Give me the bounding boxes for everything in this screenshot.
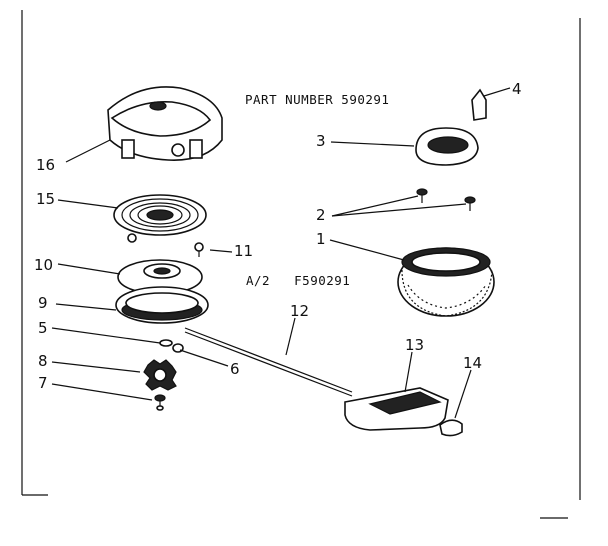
label-9: 9 [38,294,48,312]
page-border [21,10,581,519]
label-7: 7 [38,374,48,392]
part-number-header: PART NUMBER 590291 [245,92,389,107]
part-5-washer [159,339,173,347]
part-7-screw [154,394,166,411]
label-14: 14 [463,354,482,372]
part-14-cap [439,419,463,437]
label-13: 13 [405,336,424,354]
part-10-pulley [117,259,203,295]
part-3-cup [415,127,479,166]
part-16-housing [107,86,223,161]
label-6: 6 [230,360,240,378]
part-8-gear [143,359,177,391]
part-13-handle [344,387,449,431]
part-1-ring [397,247,495,317]
label-8: 8 [38,352,48,370]
label-16: 16 [36,156,55,174]
part-11-screw [194,242,204,257]
label-3: 3 [316,132,326,150]
part-2-screws [416,188,476,211]
label-4: 4 [512,80,522,98]
label-11: 11 [234,242,253,260]
callout-labels: 16 15 11 10 9 5 6 8 7 12 13 14 3 4 2 1 [34,80,522,392]
label-15: 15 [36,190,55,208]
part-9-rope-pulley [115,286,209,324]
part-4-pin [471,88,487,121]
label-1: 1 [316,230,326,248]
label-5: 5 [38,319,48,337]
label-12: 12 [290,302,309,320]
label-2: 2 [316,206,326,224]
part-15-spring [113,194,207,243]
leader-lines [51,87,511,419]
sub-code-header: A/2 F590291 [246,273,350,288]
part-12-rope [184,327,353,397]
label-10: 10 [34,256,53,274]
